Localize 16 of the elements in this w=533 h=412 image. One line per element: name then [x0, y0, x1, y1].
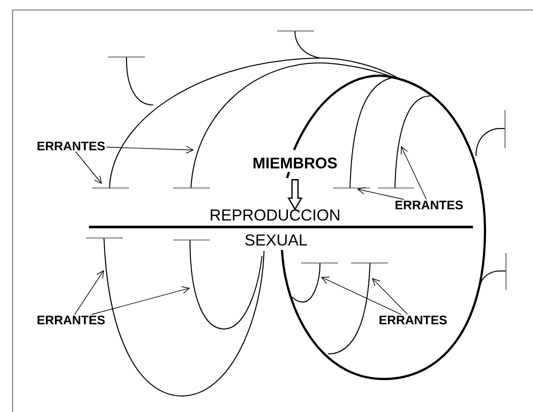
- leader-arrow: [106, 146, 194, 154]
- axis-label: SEXUAL: [245, 234, 307, 246]
- leader-arrow: [321, 276, 402, 315]
- group-label: ERRANTES: [396, 200, 463, 210]
- leader-arrow: [74, 270, 104, 315]
- axis-label: REPRODUCCION: [210, 209, 340, 221]
- heading-label: MIEMBROS: [254, 158, 337, 168]
- leader-arrow: [92, 286, 190, 315]
- block-arrow: [287, 179, 303, 210]
- leader-arrow: [75, 151, 102, 184]
- leader-arrow: [400, 146, 427, 200]
- group-label: ERRANTES: [38, 316, 105, 324]
- leader-arrow: [357, 186, 404, 200]
- group-label: ERRANTES: [380, 316, 447, 324]
- leader-arrow: [372, 278, 408, 315]
- group-label: ERRANTES: [38, 142, 105, 150]
